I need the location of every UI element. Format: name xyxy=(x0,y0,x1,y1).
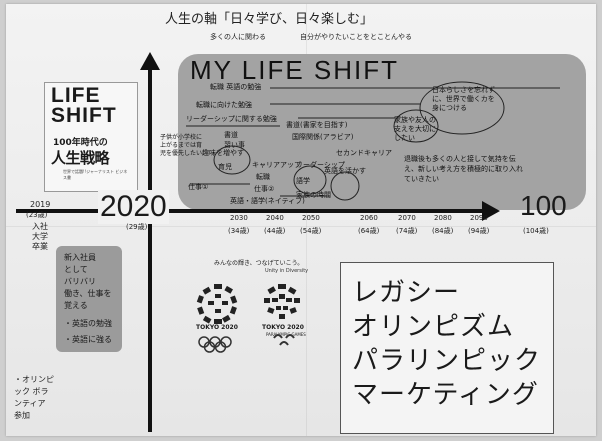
fold-line xyxy=(306,4,307,436)
timeline-tick-year: 2040 xyxy=(266,214,284,222)
timeline-tick-year: 2060 xyxy=(360,214,378,222)
plan-note: 語学 xyxy=(296,177,310,185)
timeline-end-label: 100 xyxy=(520,190,567,221)
fold-line xyxy=(6,226,596,227)
book-subtitle: 人生戦略 xyxy=(51,149,110,167)
plan-note: リーダーシップ xyxy=(296,161,345,169)
motto-sub-note: 自分がやりたいことをとことんやる xyxy=(300,33,412,41)
plan-note: 書道 xyxy=(224,131,238,139)
timeline-tick-age: (74歳) xyxy=(396,227,418,235)
plan-note: キャリアアップ xyxy=(252,161,301,169)
olympic-emblem-icon xyxy=(196,284,238,324)
legacy-keyword: マーケティング xyxy=(352,379,539,409)
early-career-line: 新入社員 xyxy=(64,253,96,262)
life-shift-title: MY LIFE SHIFT xyxy=(190,55,399,85)
early-career-line: バリバリ xyxy=(64,277,96,286)
join-company-note: 入社 大学卒業 xyxy=(32,222,48,251)
plan-note: 趣味を増やす xyxy=(202,149,244,157)
timeline-tick-year: 2080 xyxy=(434,214,452,222)
plan-note: 習い事 xyxy=(224,141,245,149)
plan-note: 書道(書家を目指す) xyxy=(286,121,348,129)
timeline-tick-year: 2090 xyxy=(470,214,488,222)
note-bubble xyxy=(419,81,505,135)
paralympic-label: TOKYO 2020 xyxy=(262,324,304,331)
plan-note: 国際関係(アラビア) xyxy=(292,133,354,141)
age-29-label: (29歳) xyxy=(126,223,148,231)
legacy-keyword: オリンピズム xyxy=(352,311,515,341)
y-axis-arrow xyxy=(148,62,152,432)
olympic-volunteer-note: ・オリンピック ボランティア 参加 xyxy=(14,375,54,420)
book-title: SHIFT xyxy=(51,104,117,127)
paralympic-sub-label: PARALYMPIC GAMES xyxy=(266,332,306,337)
motto-sub-note: 多くの人に関わる xyxy=(210,33,266,41)
book-cover: LIFE SHIFT 100年時代の 人生戦略 世界で話題!!ジャーナリスト ビ… xyxy=(44,82,138,192)
plan-note: 英語を活かす xyxy=(324,167,366,175)
note-bubble xyxy=(213,145,251,175)
timeline-start-year: 2020 xyxy=(98,190,169,224)
arrow-head-icon xyxy=(482,201,500,221)
plan-note: リーダーシップに関する勉強 xyxy=(186,115,277,123)
plan-note: 仕事① xyxy=(188,183,209,191)
goal-note: 家族や友人の支えを大切にしたい xyxy=(394,116,436,142)
goal-note: 日本らしさを忘れずに、世界で働くカを身につける xyxy=(432,86,495,112)
timeline-end-age: (104歳) xyxy=(523,227,549,235)
note-bubble xyxy=(293,165,327,195)
plan-note: 育児 xyxy=(218,163,232,171)
note-bubble xyxy=(330,171,360,201)
timeline-tick-year: 2050 xyxy=(302,214,320,222)
early-career-line: として xyxy=(64,265,88,274)
timeline-tick-age: (34歳) xyxy=(228,227,250,235)
plan-note: 転職 xyxy=(256,173,270,181)
timeline-axis xyxy=(16,209,486,213)
plan-note: 転職に向けた勉強 xyxy=(196,101,252,109)
life-motto: 人生の軸「日々学び、日々楽しむ」 xyxy=(165,12,374,27)
paralympic-emblem-icon xyxy=(264,284,300,319)
book-cover-text: 世界で話題!!ジャーナリスト ビジネス書 xyxy=(63,169,128,180)
timeline-tick-age: (54歳) xyxy=(300,227,322,235)
timeline-tick-year: 2070 xyxy=(398,214,416,222)
plan-note: セカンドキャリア xyxy=(336,149,392,157)
early-career-line: ・英語に強る xyxy=(64,335,112,344)
legacy-keyword: パラリンピック xyxy=(352,345,542,375)
book-title: LIFE xyxy=(51,84,101,107)
note-bubble xyxy=(393,109,439,143)
plan-note: 家族の時間 xyxy=(296,191,331,199)
agitos-icon xyxy=(273,334,295,346)
olympic-label: TOKYO 2020 xyxy=(196,324,238,331)
legacy-keywords-box xyxy=(340,262,554,434)
plan-note: 英語・語学(ネイティブ) xyxy=(230,197,305,205)
early-career-line: ・英語の勉強 xyxy=(64,319,112,328)
year-2019-label: 2019 xyxy=(30,200,51,209)
plan-note: 仕事② xyxy=(254,185,275,193)
timeline-tick-age: (44歳) xyxy=(264,227,286,235)
plan-note: 子供が小学校に上がるまでは育児を優先したい xyxy=(160,134,203,157)
early-career-card xyxy=(56,246,122,352)
emblem-tagline: みんなの輝き、つなげていこう。 xyxy=(214,260,304,267)
age-2019-label: (23歳) xyxy=(26,211,48,219)
timeline-tick-year: 2030 xyxy=(230,214,248,222)
arrow-head-icon xyxy=(140,52,160,70)
emblem-subtitle: Unity in Diversity xyxy=(265,268,309,274)
early-career-line: 覚える xyxy=(64,301,88,310)
plan-note: 転職 英語の勉強 xyxy=(210,83,262,91)
timeline-tick-age: (94歳) xyxy=(468,227,490,235)
timeline-tick-age: (64歳) xyxy=(358,227,380,235)
legacy-keyword: レガシー xyxy=(352,277,461,307)
book-subtitle: 100年時代の xyxy=(53,138,108,148)
early-career-line: 働き、仕事を xyxy=(64,289,112,298)
goal-note: 退職後も多くの人と接して気持を伝え、新しい考え方を積極的に取り入れていきたい xyxy=(404,155,523,183)
timeline-tick-age: (84歳) xyxy=(432,227,454,235)
